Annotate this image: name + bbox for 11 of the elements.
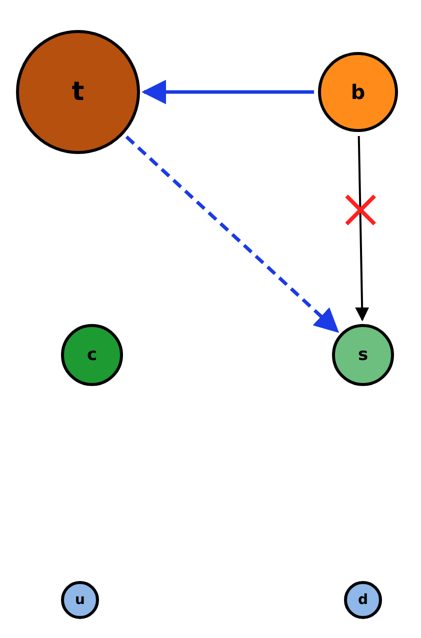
arrow: [125, 135, 340, 333]
node-label: s: [358, 345, 368, 365]
arrow: [355, 136, 370, 322]
node-label: b: [350, 80, 366, 104]
node-label: u: [75, 592, 85, 608]
circle-node: [344, 581, 382, 619]
node-label: d: [358, 592, 368, 608]
node-label: c: [86, 345, 98, 365]
arrow: [142, 80, 314, 104]
circle-node: [61, 581, 99, 619]
node-label: t: [72, 77, 84, 107]
